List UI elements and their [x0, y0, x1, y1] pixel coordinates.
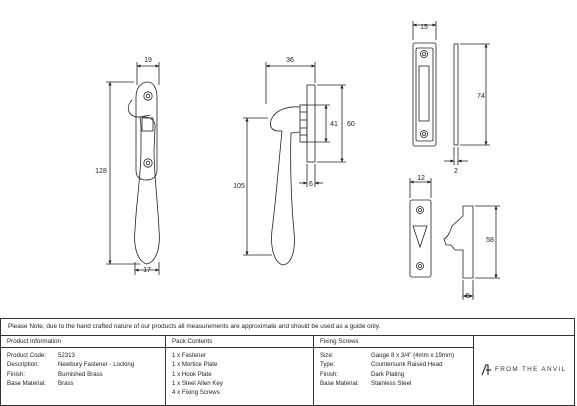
dim-side-lever-length: 105 [233, 183, 245, 190]
fastener-front-view [106, 62, 160, 275]
pack-item: 1 x Hook Plate [172, 370, 212, 378]
screw-info-row: Size:Gauge 8 x 3/4" (4mm x 19mm) [320, 352, 455, 359]
brand-logo-panel: FROM THE ANVIL [473, 336, 575, 406]
product-info-row: Finish:Burnished Brass [7, 370, 103, 378]
dim-hook-height: 58 [486, 237, 494, 244]
screw-info-row: Finish:Dark Plating [320, 370, 405, 378]
dim-fastener-height: 128 [95, 168, 107, 175]
anvil-logo-icon [481, 364, 491, 376]
product-information-panel: Product Information Product Code:52313 D… [0, 336, 165, 406]
screw-info-row: Type:Countersunk Raised Head [320, 361, 443, 369]
product-information-header: Product Information [1, 336, 165, 348]
dim-side-plate-height: 60 [347, 121, 355, 128]
product-info-row: Product Code:52313 [7, 352, 75, 359]
mortice-plate-drawing [412, 21, 490, 165]
fixing-screws-header: Fixing Screws [314, 336, 473, 348]
screw-info-row: Base Material:Stainless Steel [320, 379, 412, 387]
pack-item: 1 x Steel Allen Key [172, 379, 223, 387]
dim-side-plate-depth: 6 [309, 181, 313, 188]
dim-mortice-height: 74 [477, 93, 485, 100]
product-info-row: Description:Newbury Fastener - Locking [7, 361, 135, 369]
pack-item: 1 x Mortice Plate [172, 361, 218, 369]
fixing-screws-panel: Fixing Screws Size:Gauge 8 x 3/4" (4mm x… [313, 336, 473, 406]
dim-side-plate-inner: 41 [330, 121, 338, 128]
dim-hook-width: 12 [417, 175, 425, 182]
product-info-row: Base Material:Brass [7, 379, 74, 387]
brand-name: FROM THE ANVIL [495, 366, 567, 373]
dim-fastener-width-top: 19 [144, 57, 152, 64]
pack-item: 4 x Fixing Screws [172, 389, 220, 397]
dim-side-projection: 36 [286, 57, 294, 64]
pack-contents-panel: Pack Contents 1 x Fastener 1 x Mortice P… [165, 336, 313, 406]
hook-plate-drawing [409, 178, 500, 300]
disclaimer-note: Please Note, due to the hand crafted nat… [0, 318, 575, 336]
dim-mortice-width: 15 [420, 24, 428, 31]
dim-hook-projection: 5 [466, 293, 470, 300]
pack-contents-header: Pack Contents [166, 336, 313, 348]
fastener-side-view [243, 62, 346, 266]
technical-drawing: 19 128 17 36 41 60 105 6 15 74 2 12 58 5 [95, 21, 500, 300]
pack-item: 1 x Fastener [172, 352, 206, 359]
dim-mortice-thickness: 2 [454, 168, 458, 175]
dim-fastener-width-bottom: 17 [143, 267, 151, 274]
